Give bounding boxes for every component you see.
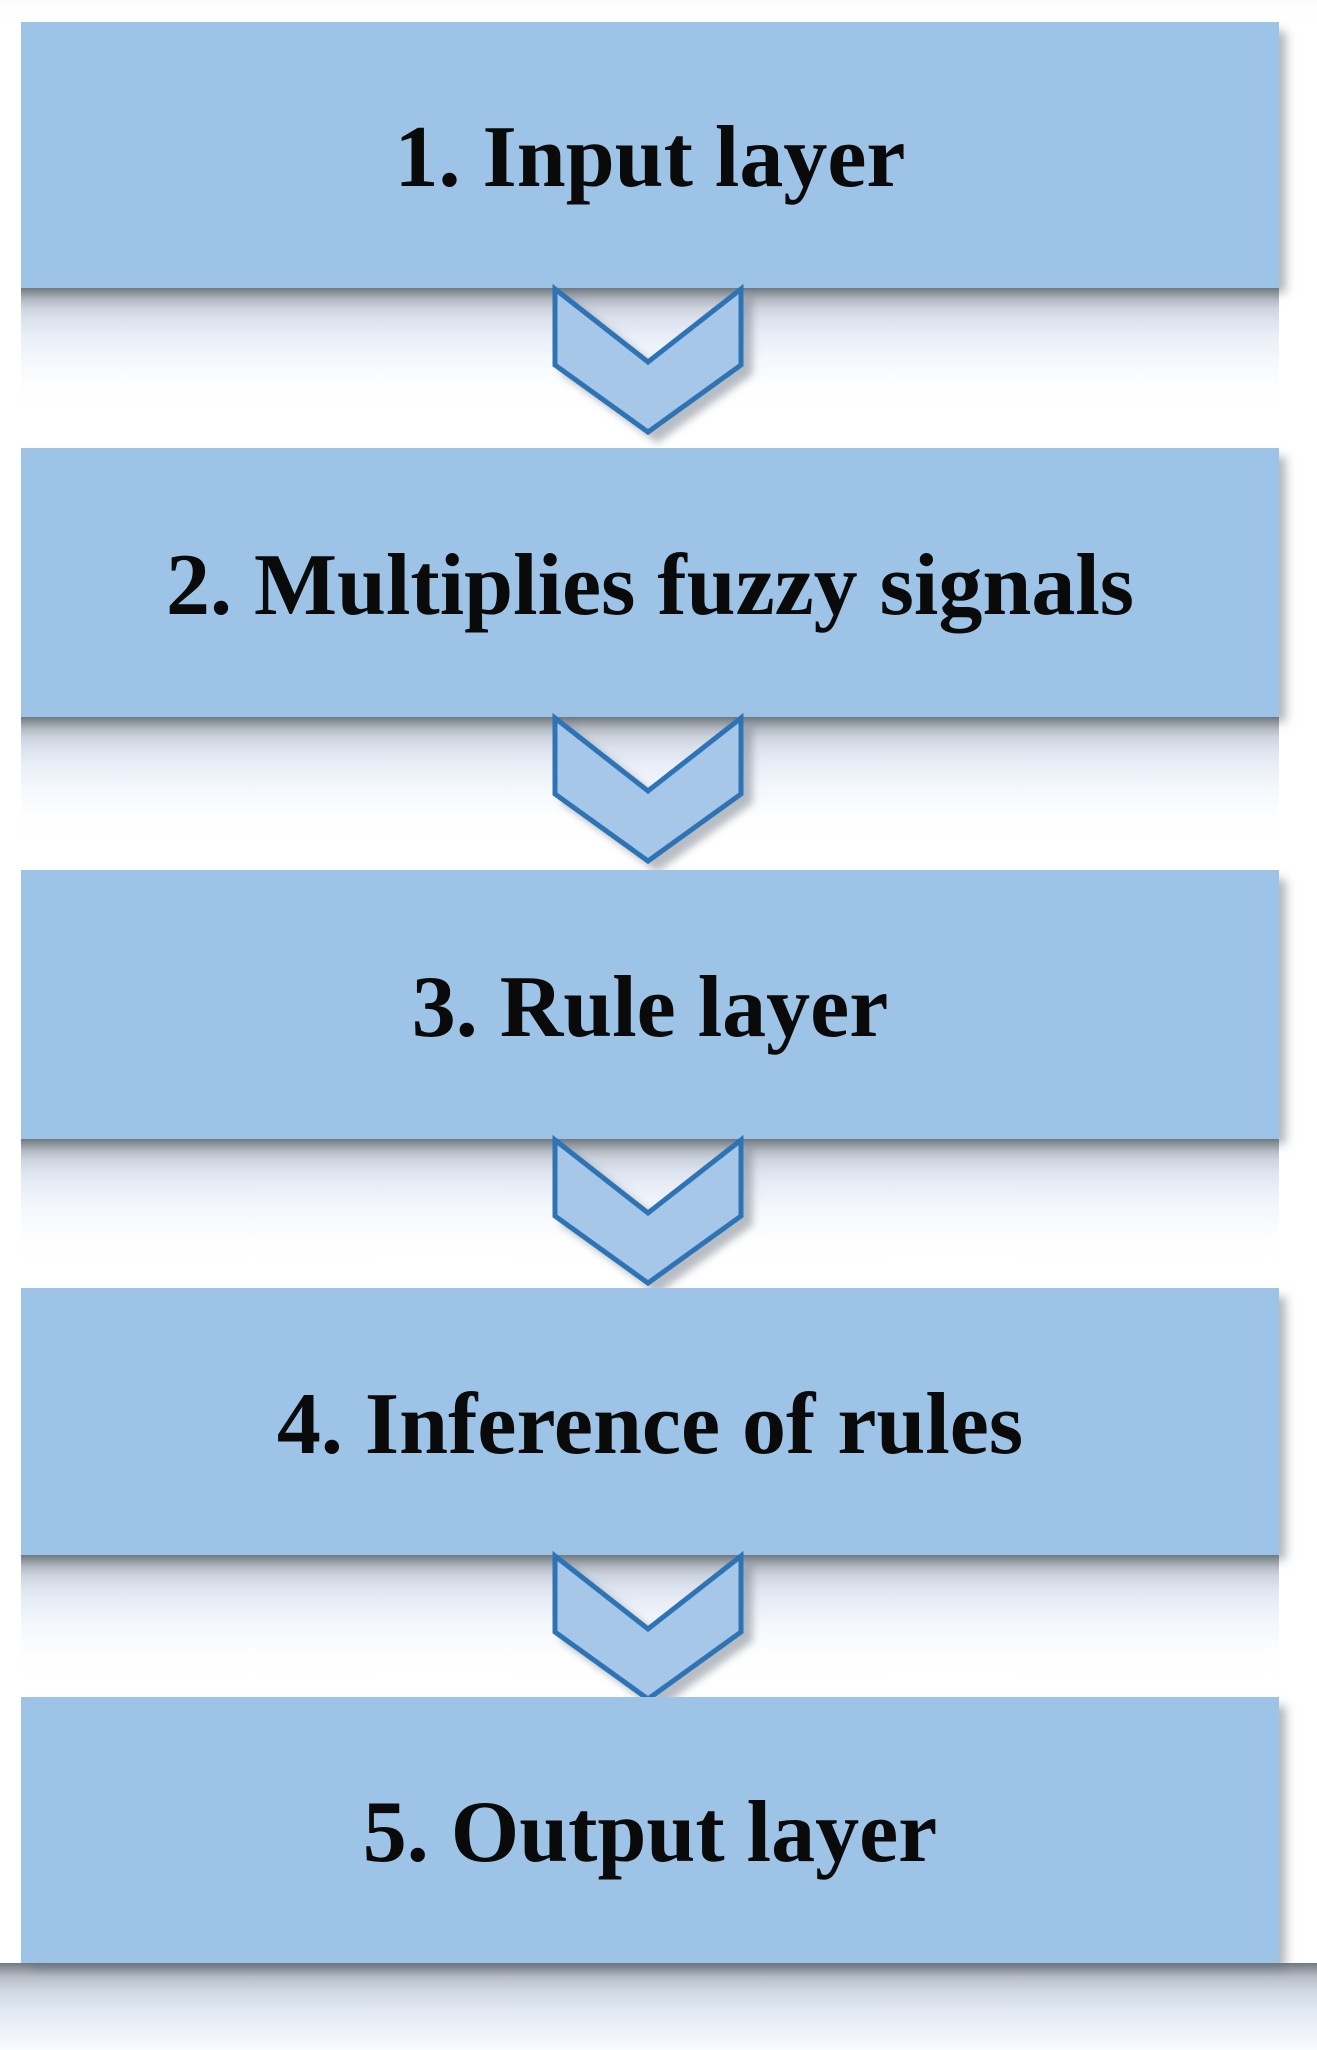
- connector-gap: [21, 712, 1279, 870]
- top-margin: [0, 0, 1317, 22]
- connector-gap: [21, 1550, 1279, 1703]
- step-box-output-layer: 5. Output layer: [21, 1697, 1279, 1963]
- chevron-down-icon: [552, 1134, 744, 1287]
- step-label: 2. Multiplies fuzzy signals: [165, 536, 1135, 634]
- step-label: 1. Input layer: [394, 109, 906, 206]
- step-label: 5. Output layer: [362, 1784, 938, 1881]
- step-box-inference-of-rules: 4. Inference of rules: [21, 1288, 1279, 1555]
- step-box-rule-layer: 3. Rule layer: [21, 870, 1279, 1139]
- chevron-down-icon: [552, 1550, 744, 1703]
- step-box-input-layer: 1. Input layer: [21, 22, 1279, 288]
- step-box-multiplies-fuzzy-signals: 2. Multiplies fuzzy signals: [21, 448, 1279, 717]
- chevron-down-icon: [552, 283, 744, 436]
- step-label: 3. Rule layer: [411, 958, 889, 1056]
- connector-gap: [21, 1134, 1279, 1288]
- step-label: 4. Inference of rules: [276, 1375, 1024, 1473]
- chevron-down-icon: [552, 712, 744, 865]
- connector-gap: [21, 283, 1279, 448]
- bottom-margin: [0, 1963, 1317, 2050]
